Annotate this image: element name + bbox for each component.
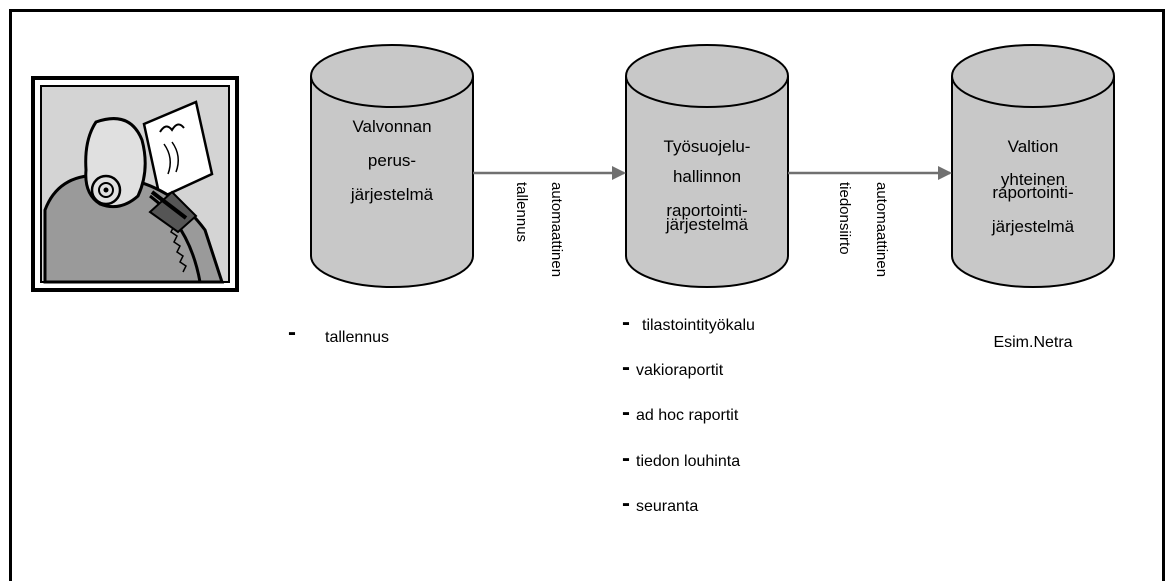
left-list-dash: - <box>288 319 296 346</box>
document-icon <box>142 100 214 200</box>
cylinder-tyosuojelu-line-2: hallinnon <box>673 167 741 186</box>
cylinder-tyosuojelu-line-1: Työsuojelu- <box>664 137 751 156</box>
middle-list-item-1: tilastointityökalu <box>642 317 755 334</box>
cylinder-valtio-line-2: yhteinen <box>1001 170 1065 189</box>
diagram-frame <box>9 9 1165 581</box>
right-example-text: Esim.Netra <box>993 334 1072 351</box>
cylinder-valtio-line-3: raportointi- <box>992 183 1073 202</box>
middle-list-item-3: ad hoc raportit <box>636 407 739 424</box>
middle-list-item-4: tiedon louhinta <box>636 453 740 470</box>
middle-list-dash-5: - <box>622 490 630 517</box>
cylinder-valvonta-line-3: järjestelmä <box>350 185 434 204</box>
cylinder-valtio-line-1: Valtion <box>1008 137 1059 156</box>
cylinder-valvonta-line-2: perus- <box>368 151 416 170</box>
person-reading-icon <box>31 76 239 292</box>
cylinder-tyosuojelu-line-4: järjestelmä <box>665 215 749 234</box>
middle-list-dash-1: - <box>622 309 630 336</box>
middle-list-item-5: seuranta <box>636 498 698 515</box>
cylinder-tyosuojelu <box>625 44 789 288</box>
head-icon <box>84 117 147 209</box>
cylinder-valtio-line-4: järjestelmä <box>991 217 1075 236</box>
middle-list-dash-2: - <box>622 354 630 381</box>
middle-list-item-2: vakioraportit <box>636 362 724 379</box>
middle-list-dash-4: - <box>622 445 630 472</box>
cylinder-valtio <box>951 44 1115 288</box>
arrow-2-label-line-2: tiedonsiirto <box>836 182 853 255</box>
arrow-1-label-line-1: automaattinen <box>548 182 565 277</box>
arrow-2-label-line-1: automaattinen <box>873 182 890 277</box>
cylinder-valvonta <box>310 44 474 288</box>
left-list-item-1: tallennus <box>325 329 389 346</box>
cylinder-tyosuojelu-line-3: raportointi- <box>666 201 747 220</box>
middle-list-dash-3: - <box>622 399 630 426</box>
cylinder-valvonta-line-1: Valvonnan <box>352 117 431 136</box>
arrow-1-label-line-2: tallennus <box>513 182 530 242</box>
